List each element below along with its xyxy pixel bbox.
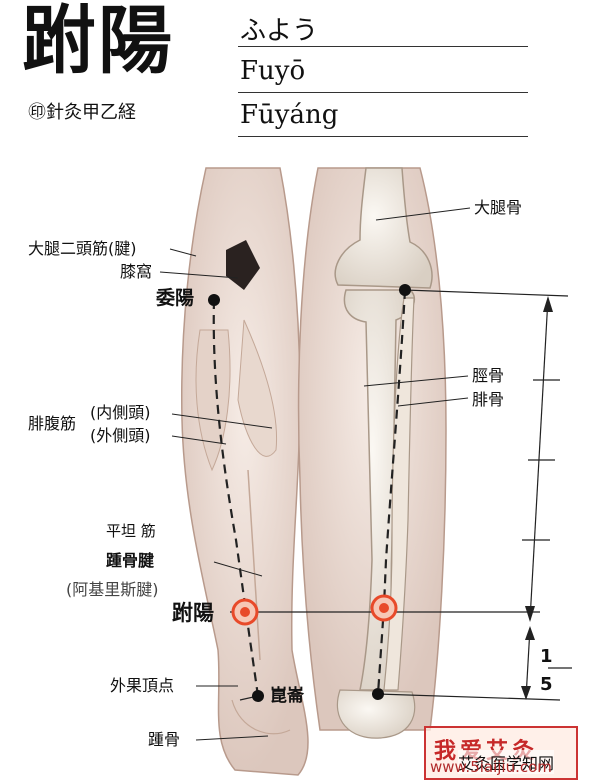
reading-kana: ふよう <box>240 16 319 46</box>
label-calcaneal-tendon: 踵骨腱 <box>106 551 155 570</box>
label-biceps-femoris: 大腿二頭筋(腱) <box>28 239 137 258</box>
label-gastrocnemius: 腓腹筋 <box>28 414 77 433</box>
acupoints <box>208 284 411 702</box>
leader-lines <box>159 207 471 741</box>
label-flat-muscle: 平坦 筋 <box>106 522 156 540</box>
kunlun-point-bone <box>372 688 384 700</box>
watermark-url: www.5iaijiu.com <box>430 758 552 776</box>
label-calcaneus: 踵骨 <box>148 730 181 749</box>
left-leg-muscles <box>181 167 309 776</box>
label-fibula: 腓骨 <box>472 390 505 409</box>
right-leg-bones <box>297 167 447 739</box>
label-popliteal-fossa: 膝窩 <box>120 262 153 281</box>
divider <box>238 136 528 137</box>
dimension-scale <box>521 296 572 700</box>
label-lateral-head: (外側頭) <box>90 426 151 445</box>
weiyang-point <box>208 294 220 306</box>
weiyang-point-bone <box>399 284 411 296</box>
watermark-text: 艾灸医学知网 <box>458 750 555 774</box>
label-tibia: 脛骨 <box>472 366 505 385</box>
reading-pinyin: Fūyáng <box>240 100 339 130</box>
label-kunlun: 崑崙 <box>270 686 304 706</box>
label-achilles-tendon: (阿基里斯腱) <box>66 580 159 599</box>
fraction-denominator: 5 <box>540 674 553 695</box>
fraction-numerator: 1 <box>540 646 553 667</box>
divider <box>238 92 528 93</box>
label-lateral-malleolus: 外果頂点 <box>110 676 175 695</box>
reading-romaji: Fuyō <box>240 56 306 86</box>
label-medial-head: (内側頭) <box>90 403 151 422</box>
label-weiyang: 委陽 <box>156 287 195 309</box>
page-title: 跗陽 <box>22 0 174 84</box>
kunlun-point <box>252 690 264 702</box>
label-fuyang: 跗陽 <box>172 601 214 625</box>
divider <box>238 46 528 47</box>
source-note: ㊞針灸甲乙経 <box>28 102 136 123</box>
label-femur: 大腿骨 <box>474 198 523 217</box>
